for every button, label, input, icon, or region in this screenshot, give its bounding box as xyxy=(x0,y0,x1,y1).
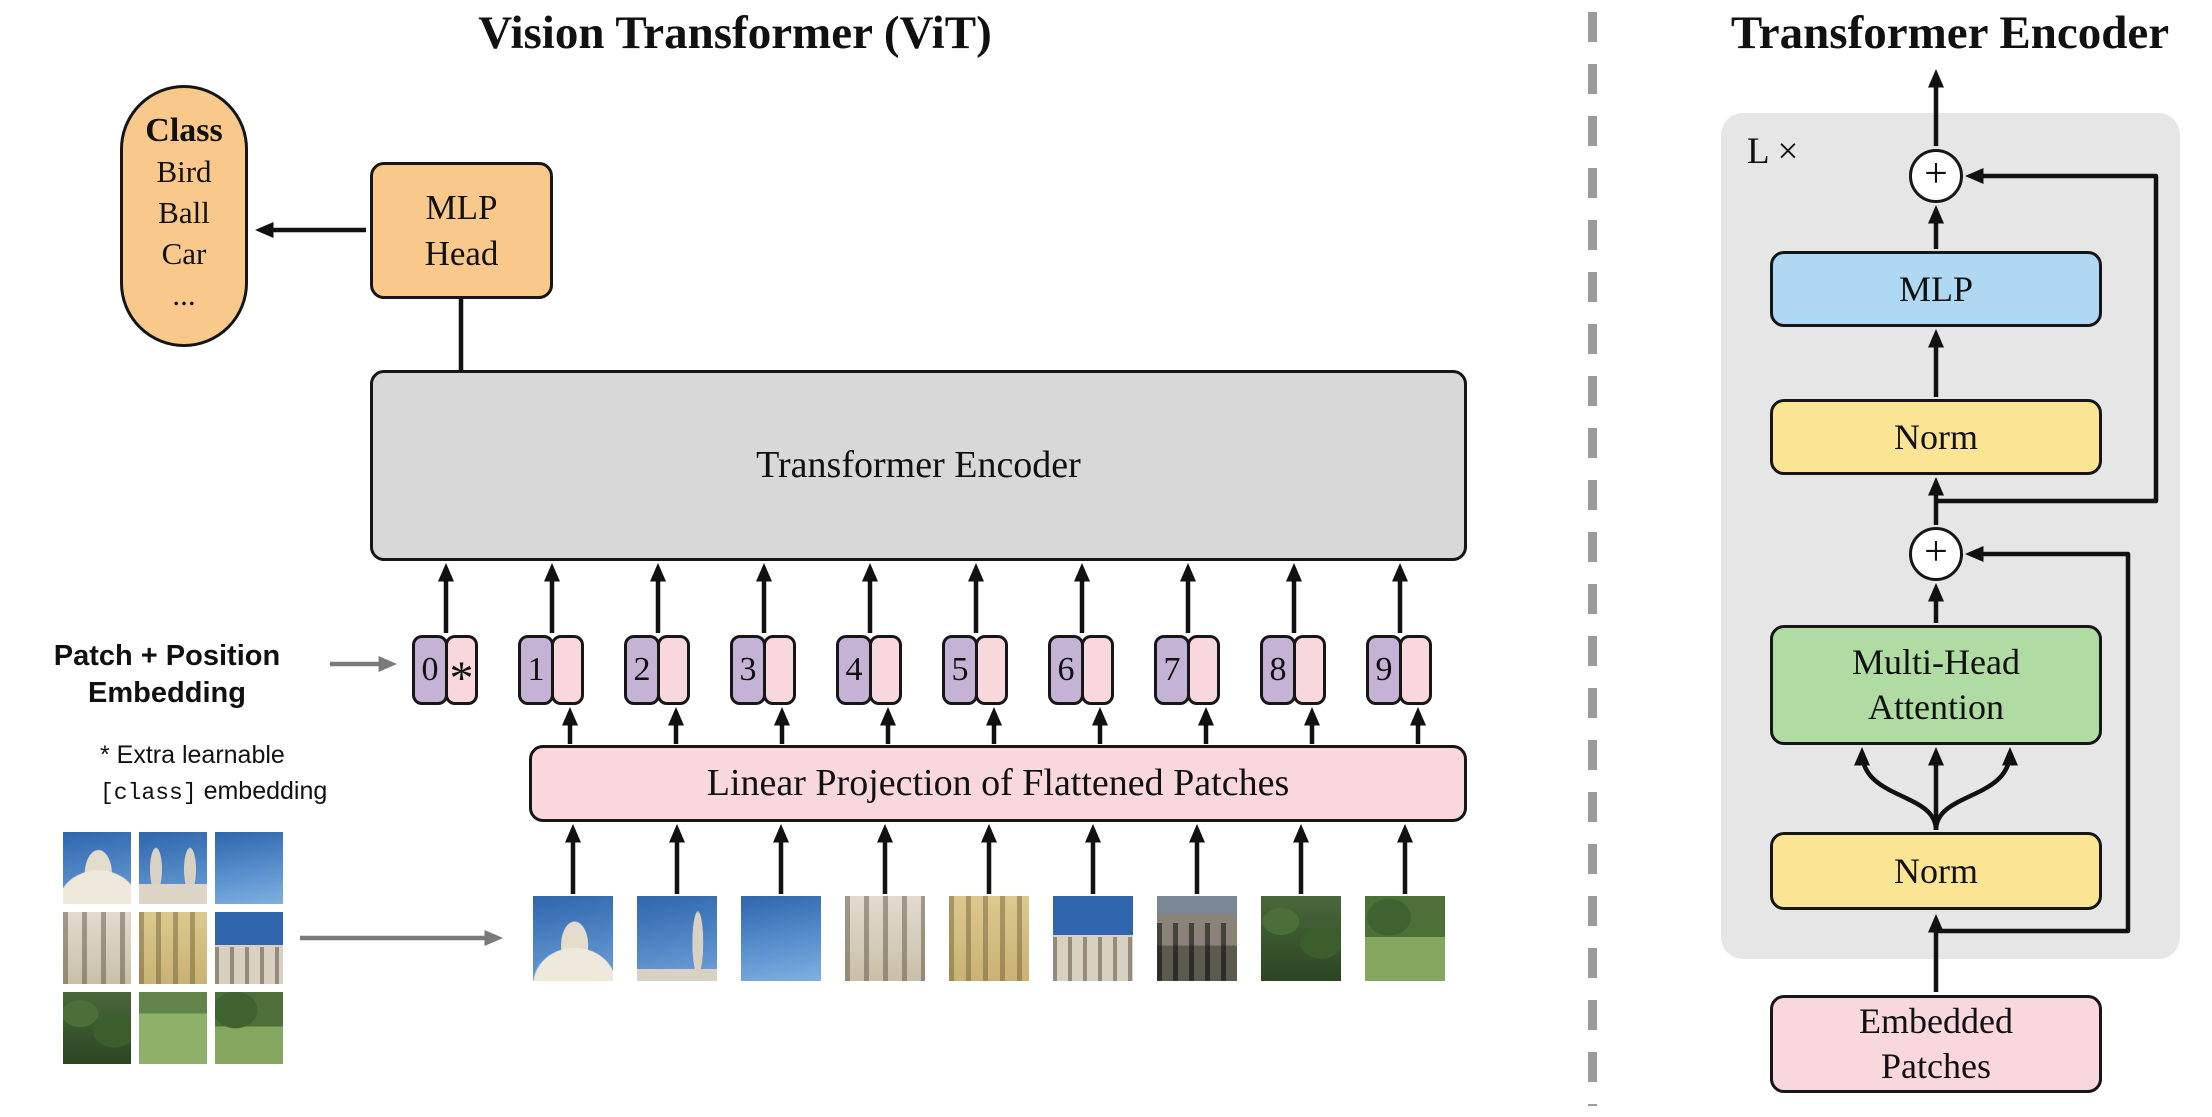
multi-head-attention-box: Multi-Head Attention xyxy=(1770,625,2102,745)
patch-embedding-4 xyxy=(869,635,902,705)
position-embedding-3: 3 xyxy=(730,635,766,705)
image-patch-6 xyxy=(1053,896,1133,981)
embedding-token-4: 4 xyxy=(836,635,902,705)
embedding-token-6: 6 xyxy=(1048,635,1114,705)
position-embedding-4: 4 xyxy=(836,635,872,705)
input-patch-7 xyxy=(63,992,131,1064)
patch-row xyxy=(0,896,2212,981)
patch-embedding-9 xyxy=(1399,635,1432,705)
input-patch-9 xyxy=(215,992,283,1064)
residual-add-1: + xyxy=(1909,527,1963,581)
image-patch-9 xyxy=(1365,896,1445,981)
embedding-token-7: 7 xyxy=(1154,635,1220,705)
right-title: Transformer Encoder xyxy=(1730,7,2170,59)
class-item-bird: Bird xyxy=(156,154,212,189)
class-item-ball: Ball xyxy=(158,195,210,230)
image-patch-2 xyxy=(637,896,717,981)
input-patch-3 xyxy=(215,832,283,904)
position-embedding-2: 2 xyxy=(624,635,660,705)
mlp-head-box: MLP Head xyxy=(370,162,553,299)
patch-embedding-8 xyxy=(1293,635,1326,705)
norm-box-top: Norm xyxy=(1770,399,2102,475)
mlp-box: MLP xyxy=(1770,251,2102,327)
embedding-token-0: 0* xyxy=(412,635,478,705)
layers-count-label: L × xyxy=(1747,131,1799,172)
position-embedding-6: 6 xyxy=(1048,635,1084,705)
position-embedding-9: 9 xyxy=(1366,635,1402,705)
embedding-token-5: 5 xyxy=(942,635,1008,705)
input-patch-2 xyxy=(139,832,207,904)
class-embedding-note: * Extra learnable [class] embedding xyxy=(100,737,327,811)
embedding-token-8: 8 xyxy=(1260,635,1326,705)
position-embedding-7: 7 xyxy=(1154,635,1190,705)
embedding-token-1: 1 xyxy=(518,635,584,705)
position-embedding-5: 5 xyxy=(942,635,978,705)
note-line-2-rest: embedding xyxy=(196,777,328,805)
norm-box-bottom: Norm xyxy=(1770,832,2102,910)
patch-position-embedding-label: Patch + Position Embedding xyxy=(53,640,281,709)
class-item-ellipsis: ... xyxy=(172,277,196,312)
position-embedding-0: 0 xyxy=(412,635,448,705)
embedded-patches-box: Embedded Patches xyxy=(1770,995,2102,1093)
input-patch-1 xyxy=(63,832,131,904)
image-patch-5 xyxy=(949,896,1029,981)
patch-embedding-2 xyxy=(657,635,690,705)
patch-embedding-3 xyxy=(763,635,796,705)
input-patch-4 xyxy=(63,912,131,984)
input-patch-8 xyxy=(139,992,207,1064)
image-patch-8 xyxy=(1261,896,1341,981)
patch-embedding-1 xyxy=(551,635,584,705)
transformer-encoder-box: Transformer Encoder xyxy=(370,370,1467,561)
note-line-2: [class] embedding xyxy=(100,773,327,811)
input-image-grid xyxy=(63,832,283,1064)
class-header: Class xyxy=(145,112,223,149)
class-token-code: [class] xyxy=(100,780,197,806)
image-patch-7 xyxy=(1157,896,1237,981)
input-patch-5 xyxy=(139,912,207,984)
position-embedding-1: 1 xyxy=(518,635,554,705)
class-item-car: Car xyxy=(161,236,207,271)
input-patch-6 xyxy=(215,912,283,984)
class-output-box: Class Bird Ball Car ... xyxy=(120,85,248,347)
left-title: Vision Transformer (ViT) xyxy=(478,7,992,59)
patch-embedding-5 xyxy=(975,635,1008,705)
linear-projection-box: Linear Projection of Flattened Patches xyxy=(529,745,1467,822)
embedding-token-3: 3 xyxy=(730,635,796,705)
embedding-token-2: 2 xyxy=(624,635,690,705)
section-divider xyxy=(1588,12,1597,1106)
position-embedding-8: 8 xyxy=(1260,635,1296,705)
image-patch-3 xyxy=(741,896,821,981)
patch-embedding-6 xyxy=(1081,635,1114,705)
note-line-1: * Extra learnable xyxy=(100,741,285,769)
image-patch-4 xyxy=(845,896,925,981)
class-embedding: * xyxy=(445,635,478,705)
residual-add-2: + xyxy=(1909,149,1963,203)
image-patch-1 xyxy=(533,896,613,981)
patch-embedding-7 xyxy=(1187,635,1220,705)
embedding-token-9: 9 xyxy=(1366,635,1432,705)
